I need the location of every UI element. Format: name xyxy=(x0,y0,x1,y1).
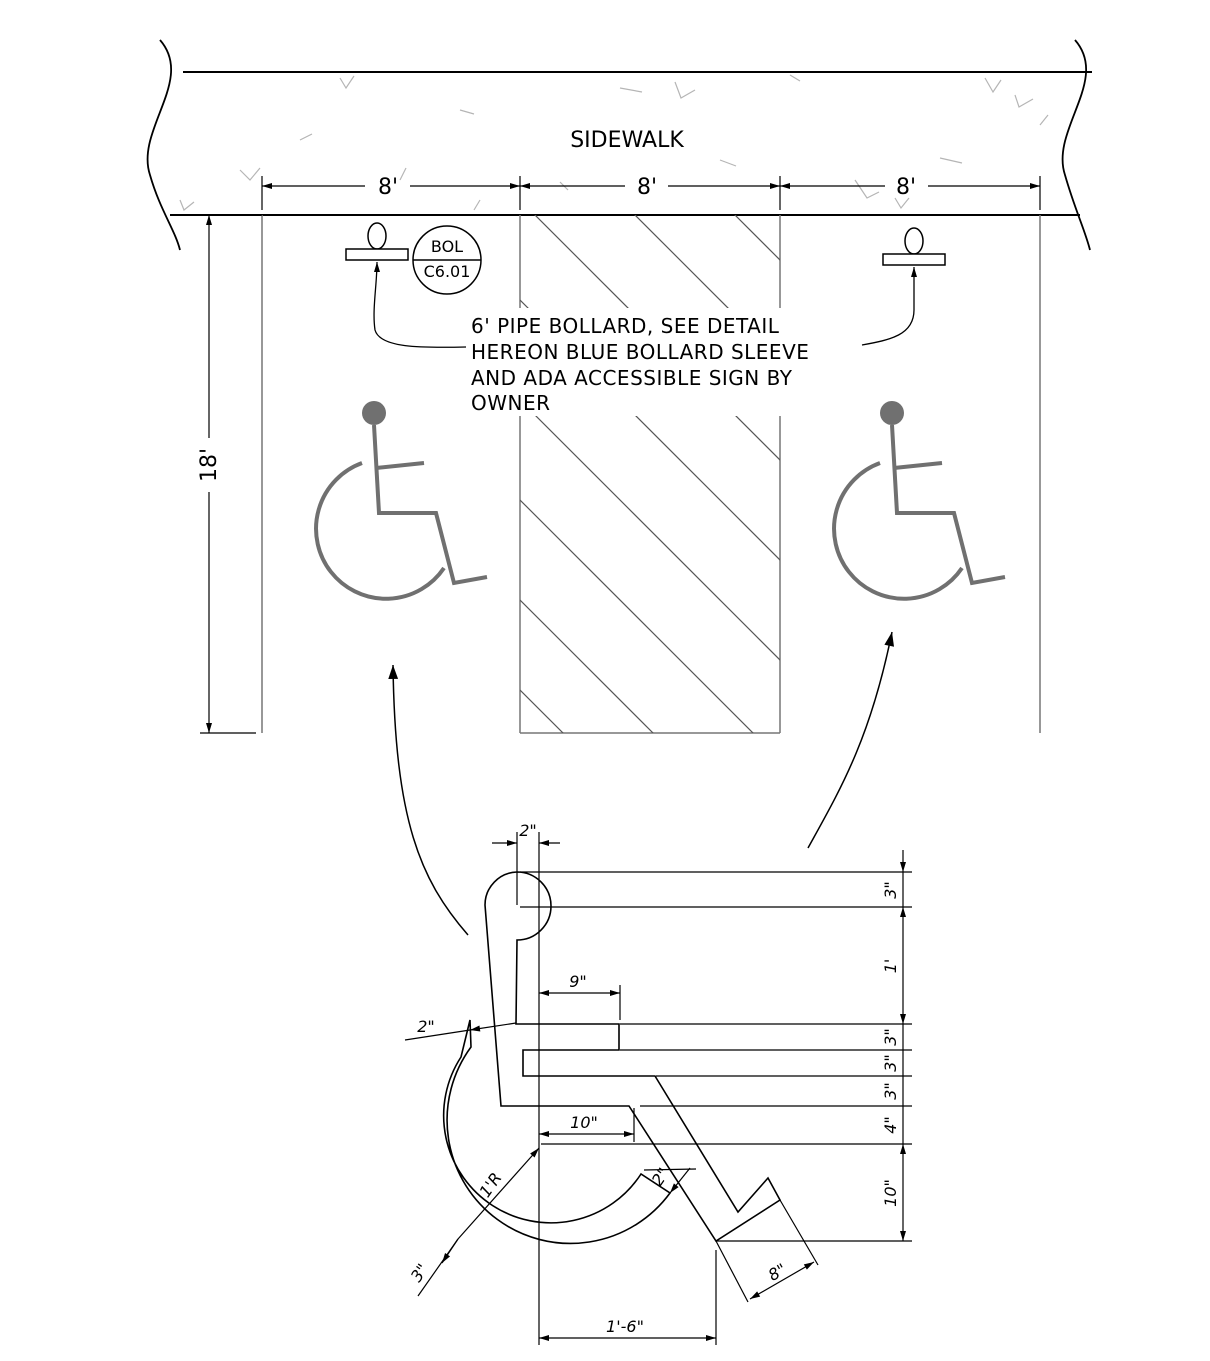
detail-callout xyxy=(412,225,482,295)
note-line-2: HEREON BLUE BOLLARD SLEEVE xyxy=(471,340,809,364)
symbol-outline xyxy=(484,871,782,1243)
pointer-arrow-left xyxy=(388,664,469,936)
pointer-arrow-right xyxy=(807,631,895,849)
note-mask xyxy=(466,308,866,416)
accessibility-symbol-left xyxy=(314,399,489,601)
note-line-3: AND ADA ACCESSIBLE SIGN BY xyxy=(471,366,793,390)
accessibility-symbol-right xyxy=(832,399,1007,601)
dim-v-leg: 10" xyxy=(881,1179,900,1207)
dim-v-frame: 4" xyxy=(881,1116,900,1134)
stall-width-left: 8' xyxy=(378,175,398,200)
callout-bottom: C6.01 xyxy=(424,262,471,281)
depth-dimension xyxy=(200,214,262,734)
aisle-hatching xyxy=(520,215,780,733)
leader-right xyxy=(861,267,917,346)
wheel-outline xyxy=(442,1019,672,1245)
dim-overall-width: 1'-6" xyxy=(606,1317,644,1336)
leader-left xyxy=(373,261,467,348)
dim-seat-length: 10" xyxy=(570,1113,598,1132)
aisle-width: 8' xyxy=(637,175,657,200)
stall-depth: 18' xyxy=(197,448,222,482)
detail-dimension-lines xyxy=(404,832,912,1345)
width-dimensions xyxy=(261,176,1041,210)
sidewalk-label: SIDEWALK xyxy=(570,128,684,153)
dim-v-torso: 1' xyxy=(881,959,900,974)
dim-v-seat: 3" xyxy=(881,1082,900,1100)
bollard-right xyxy=(882,227,946,266)
bollard-left xyxy=(345,222,409,261)
sidewalk-break-left xyxy=(146,39,181,251)
symbol-detail xyxy=(442,871,782,1245)
dim-foot-length: 8" xyxy=(765,1260,790,1285)
dim-v-arm: 3" xyxy=(881,1028,900,1046)
dim-head-offset: 2" xyxy=(519,821,537,840)
note-line-1: 6' PIPE BOLLARD, SEE DETAIL xyxy=(471,314,780,338)
dim-v-head: 3" xyxy=(881,881,900,899)
dim-arm-length: 9" xyxy=(569,972,587,991)
note-line-4: OWNER xyxy=(471,391,551,415)
dim-wheel-thickness: 2" xyxy=(417,1017,435,1036)
callout-top: BOL xyxy=(431,237,463,256)
sidewalk xyxy=(146,39,1092,251)
bollard-note: 6' PIPE BOLLARD, SEE DETAIL HEREON BLUE … xyxy=(471,314,809,415)
stall-width-right: 8' xyxy=(896,175,916,200)
dim-v-gap: 3" xyxy=(881,1054,900,1072)
